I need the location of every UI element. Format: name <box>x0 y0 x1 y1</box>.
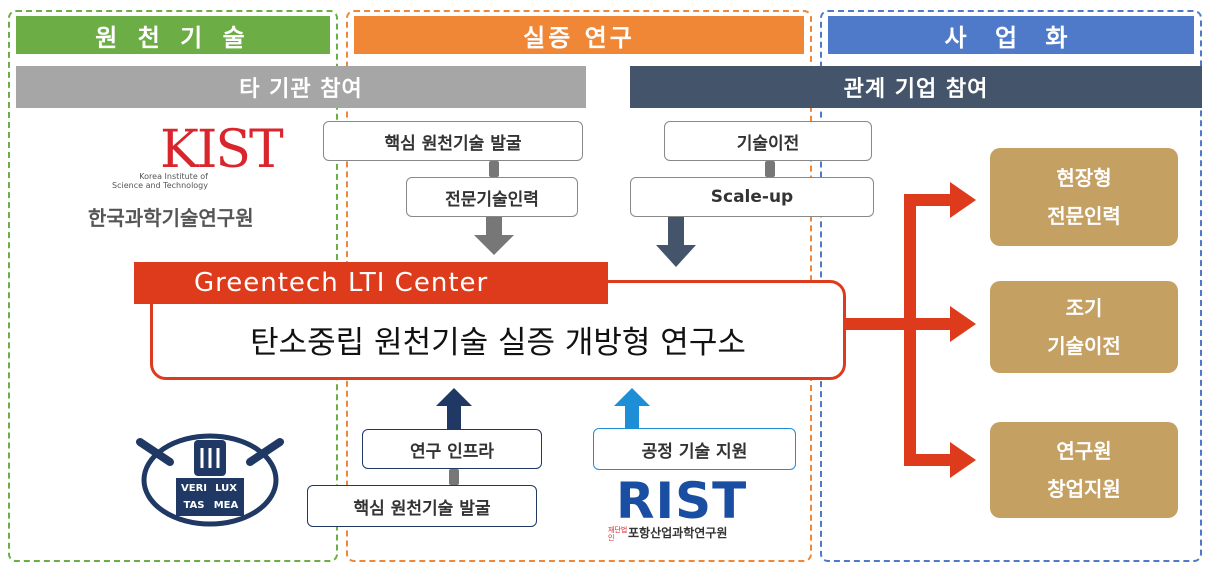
outcome-line: 창업지원 <box>1047 477 1121 501</box>
up-arrow-light-blue <box>614 388 650 428</box>
demo-column-header: 실증 연구 <box>354 16 804 54</box>
biz-column-header: 사 업 화 <box>828 16 1194 54</box>
snu-motto-cell: MEA <box>213 500 239 511</box>
outcome-line: 연구원 <box>1056 439 1112 463</box>
core-tech-discovery-box-top: 핵심 원천기술 발굴 <box>323 121 583 161</box>
connector <box>765 161 775 177</box>
kist-subtitle-line1: Korea Institute of <box>139 172 208 181</box>
other-institution-band: 타 기관 참여 <box>16 66 586 108</box>
kist-logo-mark: KIST <box>160 120 284 180</box>
related-company-band: 관계 기업 참여 <box>630 66 1202 108</box>
connector <box>489 161 499 177</box>
outcome-line: 전문인력 <box>1047 204 1121 228</box>
core-tech-discovery-box-bottom: 핵심 원천기술 발굴 <box>307 485 537 527</box>
connector <box>449 469 459 485</box>
snu-motto-cell: TAS <box>183 500 205 511</box>
greentech-center-tag: Greentech LTI Center <box>134 262 608 304</box>
outcome-branch-arrows <box>846 182 976 478</box>
expert-personnel-box: 전문기술인력 <box>406 177 578 217</box>
kist-logo: KIST <box>160 120 284 200</box>
snu-emblem: VERI LUX TAS MEA <box>130 428 290 528</box>
snu-motto-grid: VERI LUX TAS MEA <box>178 480 242 514</box>
kist-subtitle-line2: Science and Technology <box>112 181 208 190</box>
snu-motto-cell: VERI <box>181 483 207 494</box>
center-lab-title: 탄소중립 원천기술 실증 개방형 연구소 <box>250 324 746 361</box>
down-arrow-gray <box>474 217 514 255</box>
rist-logo: RIST <box>616 472 748 530</box>
rist-name: 포항산업과학연구원 <box>628 526 728 540</box>
kist-name: 한국과학기술연구원 <box>88 206 254 230</box>
tech-transfer-box: 기술이전 <box>664 121 872 161</box>
research-infra-box: 연구 인프라 <box>362 429 542 469</box>
snu-motto-cell: LUX <box>215 483 237 494</box>
up-arrow-navy <box>436 388 472 430</box>
rist-prefix: 재단법인 <box>608 526 628 542</box>
kist-subtitle: Korea Institute of Science and Technolog… <box>88 172 208 190</box>
down-arrow-slate <box>656 217 696 267</box>
outcome-box-field-experts: 현장형 전문인력 <box>990 148 1178 246</box>
outcome-box-startup-support: 연구원 창업지원 <box>990 422 1178 518</box>
outcome-line: 현장형 <box>1056 166 1112 190</box>
outcome-line: 조기 <box>1065 296 1103 320</box>
outcome-box-early-transfer: 조기 기술이전 <box>990 281 1178 373</box>
outcome-line: 기술이전 <box>1047 334 1121 358</box>
process-support-box: 공정 기술 지원 <box>593 428 796 470</box>
scale-up-box: Scale-up <box>630 177 874 217</box>
origin-column-header: 원 천 기 술 <box>16 16 330 54</box>
